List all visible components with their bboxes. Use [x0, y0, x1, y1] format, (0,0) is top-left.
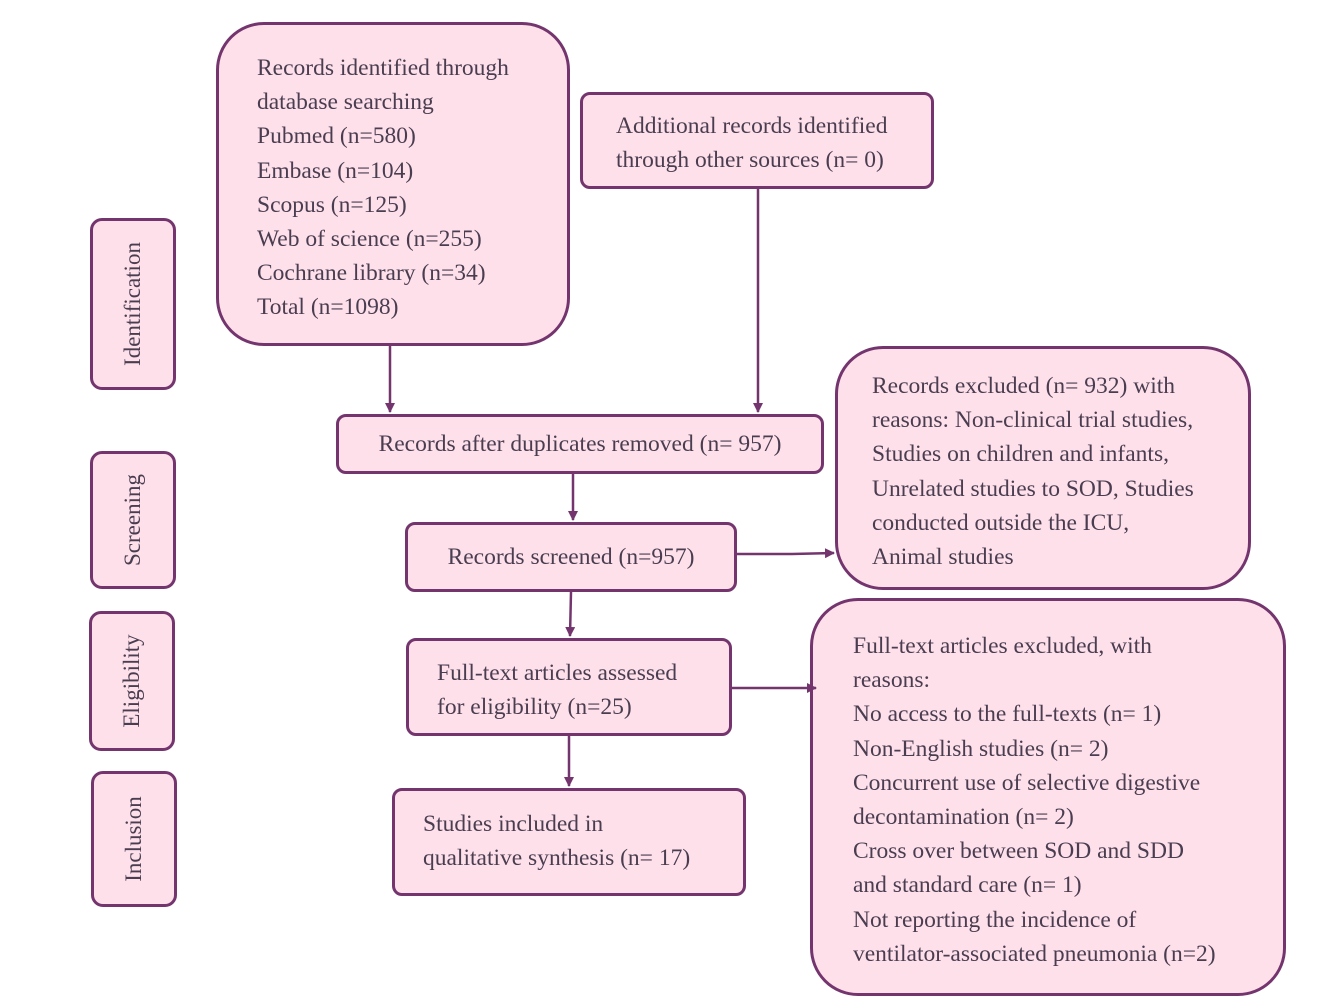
- fulltext-excluded-text: Full-text articles excluded, with reason…: [853, 629, 1216, 971]
- box-line: Cochrane library (n=34): [257, 260, 486, 287]
- box-line: conducted outside the ICU,: [872, 509, 1130, 536]
- arrow-screened-to-excluded: [737, 548, 835, 559]
- box-line: Embase (n=104): [257, 157, 414, 184]
- fulltext-excluded-box: Full-text articles excluded, with reason…: [810, 598, 1286, 996]
- arrow-screened-to-fulltext: [565, 591, 576, 637]
- fulltext-assessed-box: Full-text articles assessed for eligibil…: [406, 638, 732, 736]
- box-line: Animal studies: [872, 544, 1014, 571]
- box-line: Additional records identified: [616, 113, 888, 139]
- box-line: Scopus (n=125): [257, 191, 407, 218]
- box-line: Records identified through: [257, 55, 509, 81]
- box-line: Total (n=1098): [257, 294, 399, 321]
- box-line: Non-English studies (n= 2): [853, 735, 1109, 762]
- box-line: Concurrent use of selective digestive: [853, 769, 1201, 796]
- box-line: Cross over between SOD and SDD: [853, 838, 1184, 865]
- stage-eligibility: Eligibility: [89, 611, 175, 751]
- box-line: reasons: Non-clinical trial studies,: [872, 407, 1194, 434]
- box-line: ventilator-associated pneumonia (n=2): [853, 940, 1216, 967]
- box-line: Records excluded (n= 932) with: [872, 373, 1176, 399]
- records-excluded-box: Records excluded (n= 932) with reasons: …: [835, 346, 1251, 590]
- box-line: No access to the full-texts (n= 1): [853, 701, 1162, 728]
- duplicates-removed-text: Records after duplicates removed (n= 957…: [378, 430, 782, 457]
- box-line: database searching: [257, 89, 434, 116]
- stage-screening: Screening: [90, 451, 176, 589]
- duplicates-removed-box: Records after duplicates removed (n= 957…: [336, 414, 824, 474]
- box-line: reasons:: [853, 667, 931, 694]
- additional-records-text: Additional records identified through ot…: [616, 109, 887, 177]
- additional-records-box: Additional records identified through ot…: [580, 92, 934, 189]
- box-line: and standard care (n= 1): [853, 872, 1082, 899]
- database-search-box: Records identified through database sear…: [216, 22, 570, 346]
- records-screened-box: Records screened (n=957): [405, 522, 737, 592]
- box-line: Studies included in: [423, 811, 604, 837]
- database-search-text: Records identified through database sear…: [257, 51, 509, 325]
- box-line: Unrelated studies to SOD, Studies: [872, 475, 1194, 502]
- box-line: through other sources (n= 0): [616, 147, 884, 174]
- box-line: Full-text articles excluded, with: [853, 633, 1152, 659]
- fulltext-assessed-text: Full-text articles assessed for eligibil…: [437, 656, 677, 724]
- studies-included-text: Studies included in qualitative synthesi…: [423, 807, 690, 875]
- studies-included-box: Studies included in qualitative synthesi…: [392, 788, 746, 896]
- records-excluded-text: Records excluded (n= 932) with reasons: …: [872, 369, 1194, 574]
- box-line: decontamination (n= 2): [853, 804, 1074, 831]
- box-line: for eligibility (n=25): [437, 694, 632, 721]
- stage-identification: Identification: [90, 218, 176, 390]
- box-line: Not reporting the incidence of: [853, 906, 1137, 933]
- box-line: Pubmed (n=580): [257, 123, 416, 150]
- box-line: qualitative synthesis (n= 17): [423, 845, 691, 872]
- box-line: Studies on children and infants,: [872, 441, 1169, 468]
- records-screened-text: Records screened (n=957): [447, 543, 695, 570]
- stage-inclusion: Inclusion: [91, 771, 177, 907]
- box-line: Web of science (n=255): [257, 226, 482, 253]
- box-line: Full-text articles assessed: [437, 660, 678, 686]
